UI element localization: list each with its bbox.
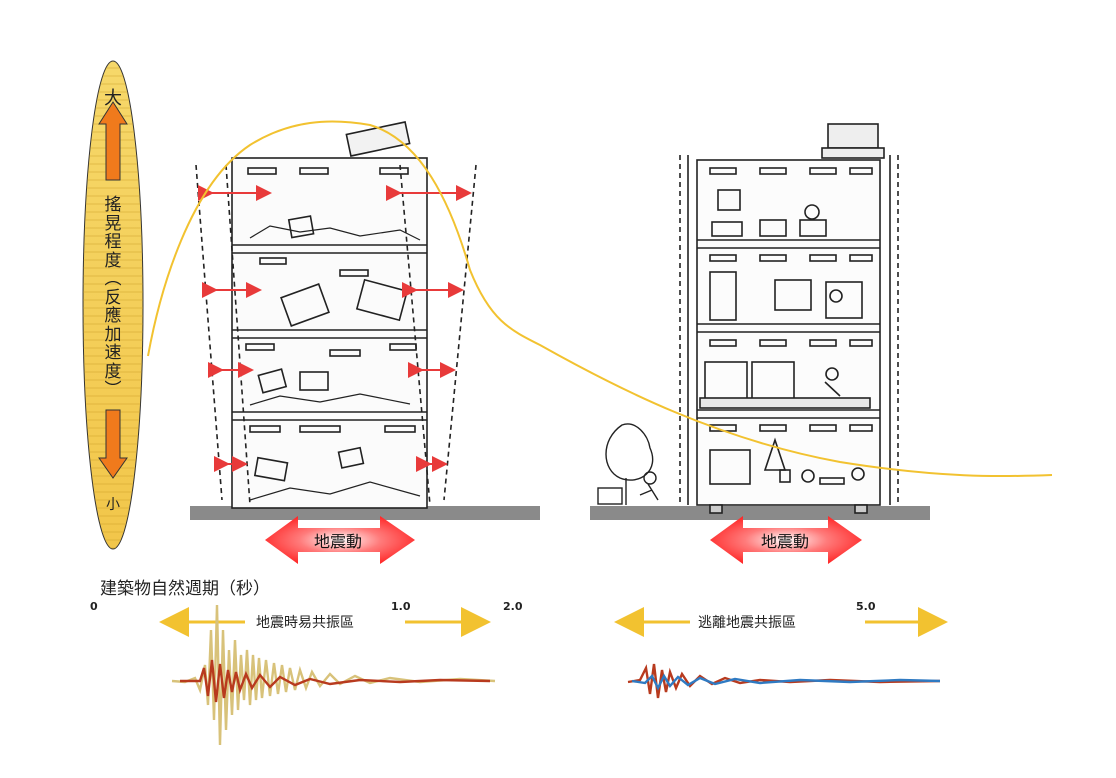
scale-top-label: 大 <box>104 88 122 109</box>
period-tick-2: 2.0 <box>503 600 523 613</box>
ground-motion-label-right: 地震動 <box>761 532 810 551</box>
sway-arrows <box>198 185 472 472</box>
period-tick-1: 1.0 <box>391 600 411 613</box>
ground-motion-arrow-right <box>710 516 862 564</box>
intensity-scale <box>82 60 144 550</box>
period-axis-title: 建築物自然週期（秒） <box>100 579 270 599</box>
response-spectrum-curve <box>147 120 1053 478</box>
up-arrow-icon <box>98 101 128 181</box>
long-period-building <box>679 123 899 514</box>
ground-motion-label-left: 地震動 <box>314 532 363 551</box>
escape-zone-label: 逃離地震共振區 <box>698 615 796 631</box>
short-period-building <box>195 121 477 509</box>
ground-motion-arrow-left <box>265 516 415 564</box>
down-arrow-icon <box>98 409 128 479</box>
scale-bottom-label: 小 <box>106 497 120 513</box>
resonance-zone-label: 地震時易共振區 <box>256 615 354 631</box>
ground <box>190 506 930 520</box>
scale-vertical-label: 搖 晃 程 度 ︵ 反 應 加 速 度 ︶ <box>104 195 122 400</box>
tree-figure <box>597 423 659 505</box>
period-tick-0: 0 <box>90 600 98 613</box>
waveform-right <box>627 663 941 699</box>
period-tick-5: 5.0 <box>856 600 876 613</box>
waveform-left <box>171 604 496 746</box>
